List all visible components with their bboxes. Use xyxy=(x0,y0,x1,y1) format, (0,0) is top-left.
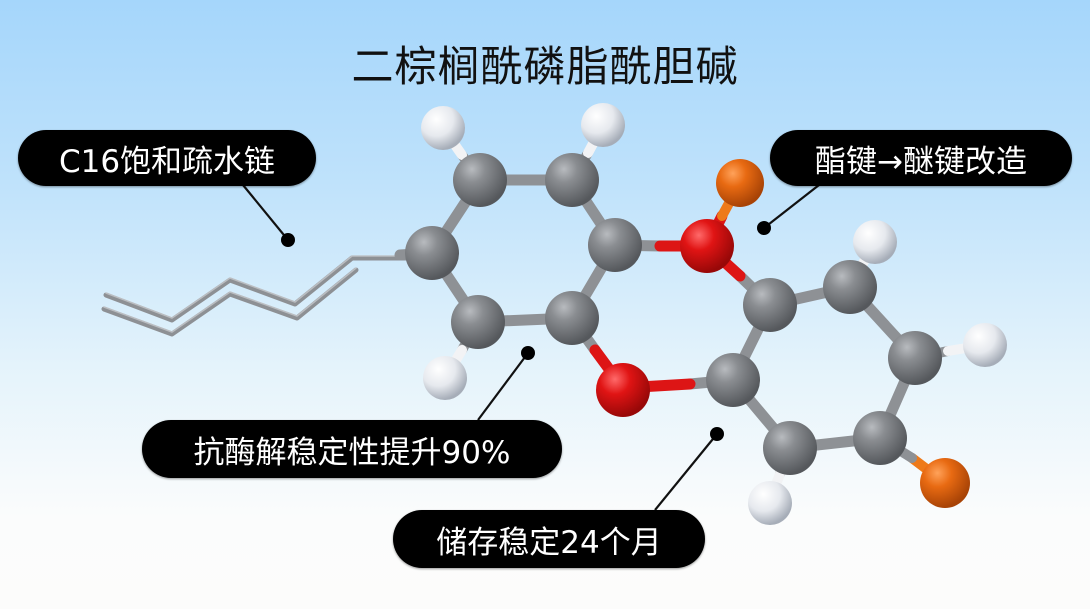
callout-enzyme-stability: 抗酶解稳定性提升90% xyxy=(142,420,562,478)
callout-label: 酯键→醚键改造 xyxy=(815,143,1027,180)
bromine-atoms xyxy=(716,159,970,508)
callout-ester-to-ether: 酯键→醚键改造 xyxy=(770,130,1072,186)
callout-hydrophobic-chain: C16饱和疏水链 xyxy=(18,130,316,186)
carbon-atoms xyxy=(405,153,942,475)
page-title: 二棕榈酰磷脂酰胆碱 xyxy=(351,42,739,91)
callout-storage-stability: 储存稳定24个月 xyxy=(393,510,705,568)
callout-label: 抗酶解稳定性提升90% xyxy=(193,434,511,471)
callout-label: C16饱和疏水链 xyxy=(58,143,276,180)
hydrocarbon-chain xyxy=(101,255,413,337)
callout-label: 储存稳定24个月 xyxy=(436,524,662,561)
callout-leaders xyxy=(242,184,820,511)
hydrogen-atoms xyxy=(421,103,1007,525)
oxygen-atoms xyxy=(596,219,734,417)
